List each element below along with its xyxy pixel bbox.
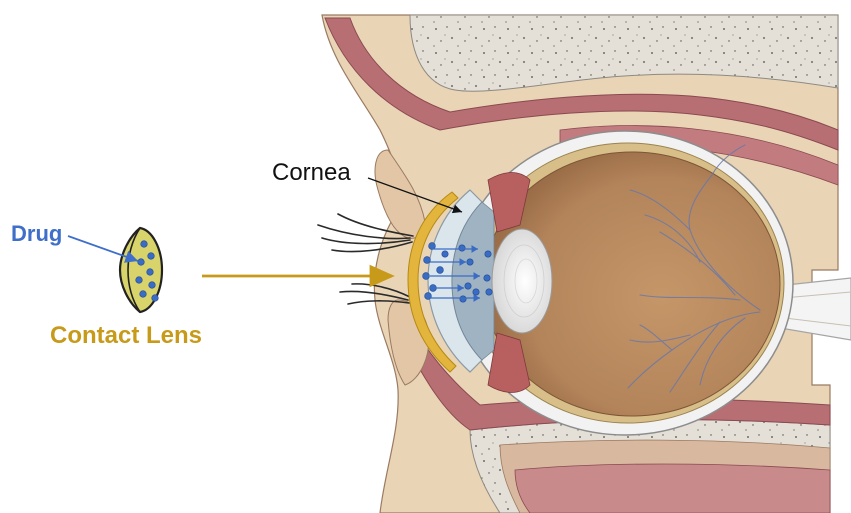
crystalline-lens xyxy=(492,229,552,333)
cornea-label: Cornea xyxy=(272,161,351,185)
contact-lens-illustration xyxy=(120,228,162,312)
maxillary-sinus xyxy=(515,464,830,513)
drug-label: Drug xyxy=(11,223,62,245)
contact-lens-label: Contact Lens xyxy=(50,324,202,348)
